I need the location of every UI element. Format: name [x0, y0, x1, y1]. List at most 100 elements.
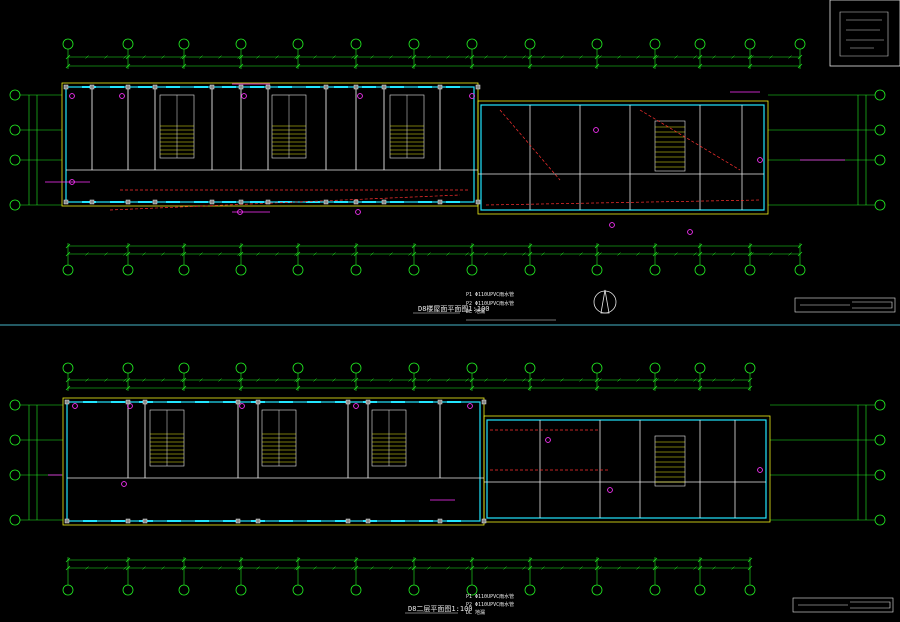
dimension-tick — [65, 385, 71, 391]
dimension-tick — [527, 565, 533, 571]
dimension-tick — [636, 252, 640, 256]
dimension-tick — [295, 385, 301, 391]
dimension-tick — [411, 63, 417, 69]
dimension-tick — [125, 565, 131, 571]
dimension-tick — [427, 252, 431, 256]
structural-column — [209, 199, 215, 205]
upper-scale-bar — [794, 297, 896, 313]
dimension-tick — [652, 377, 658, 383]
dimension-tick — [275, 252, 279, 256]
dimension-tick — [389, 378, 393, 382]
structural-column — [437, 84, 443, 90]
dimension-tick — [731, 566, 735, 570]
structural-column — [475, 199, 481, 205]
drain-pipe-symbol — [467, 403, 473, 409]
dimension-tick — [541, 55, 545, 59]
structural-column — [437, 199, 443, 205]
dimension-tick — [351, 566, 355, 570]
roof-gutter-line — [485, 199, 761, 206]
dimension-tick — [636, 566, 640, 570]
structural-column — [265, 84, 271, 90]
dimension-tick — [797, 54, 803, 60]
dimension-tick — [123, 378, 127, 382]
drain-pipe-symbol — [241, 93, 247, 99]
structural-column — [125, 399, 131, 405]
lower-legend-line-3: DL 地漏 — [466, 609, 485, 616]
structural-column — [345, 518, 351, 524]
roof-gutter-line — [499, 109, 561, 181]
dimension-tick — [332, 252, 336, 256]
structural-column — [142, 399, 148, 405]
structural-column — [235, 399, 241, 405]
dimension-tick — [652, 54, 658, 60]
dimension-tick — [180, 55, 184, 59]
dimension-tick — [295, 565, 301, 571]
dimension-tick — [199, 55, 203, 59]
dimension-tick — [652, 243, 658, 249]
dimension-tick — [408, 378, 412, 382]
dimension-tick — [65, 63, 71, 69]
dimension-tick — [237, 55, 241, 59]
dimension-tick — [180, 252, 184, 256]
dimension-tick — [161, 566, 165, 570]
structural-column — [255, 399, 261, 405]
dimension-tick — [503, 55, 507, 59]
dimension-tick — [594, 557, 600, 563]
dimension-tick — [199, 378, 203, 382]
dimension-tick — [594, 251, 600, 257]
dimension-tick — [65, 243, 71, 249]
dimension-tick — [142, 55, 146, 59]
dimension-tick — [652, 565, 658, 571]
dimension-tick — [411, 54, 417, 60]
dimension-tick — [181, 243, 187, 249]
upper-floor-plan — [9, 38, 886, 276]
dimension-tick — [411, 557, 417, 563]
dimension-tick — [560, 378, 564, 382]
dimension-tick — [332, 566, 336, 570]
dimension-tick — [712, 252, 716, 256]
drain-pipe-symbol — [121, 481, 127, 487]
dimension-tick — [238, 385, 244, 391]
dimension-tick — [693, 566, 697, 570]
dimension-tick — [199, 252, 203, 256]
dimension-tick — [560, 55, 564, 59]
dimension-tick — [295, 251, 301, 257]
drain-pipe-symbol — [593, 127, 599, 133]
dimension-tick — [142, 378, 146, 382]
structural-column — [64, 399, 70, 405]
structural-column — [353, 84, 359, 90]
dimension-tick — [66, 55, 70, 59]
dimension-tick — [389, 252, 393, 256]
dimension-tick — [652, 385, 658, 391]
dimension-tick — [125, 251, 131, 257]
dimension-tick — [560, 566, 564, 570]
dimension-tick — [617, 55, 621, 59]
dimension-tick — [294, 566, 298, 570]
dimension-tick — [408, 252, 412, 256]
dimension-tick — [353, 54, 359, 60]
dimension-tick — [617, 566, 621, 570]
drain-pipe-symbol — [545, 437, 551, 443]
dimension-tick — [181, 251, 187, 257]
dimension-tick — [652, 63, 658, 69]
drain-pipe-symbol — [757, 157, 763, 163]
dimension-tick — [332, 55, 336, 59]
drain-pipe-symbol — [687, 229, 693, 235]
structural-column — [437, 518, 443, 524]
dimension-tick — [712, 55, 716, 59]
structural-column — [152, 199, 158, 205]
dimension-tick — [294, 378, 298, 382]
dimension-tick — [598, 378, 602, 382]
dimension-tick — [295, 243, 301, 249]
dimension-tick — [389, 566, 393, 570]
upper-legend-line-3: DL 地漏 — [466, 308, 485, 315]
drain-pipe-symbol — [72, 403, 78, 409]
dimension-tick — [238, 377, 244, 383]
dimension-tick — [180, 566, 184, 570]
dimension-tick — [351, 252, 355, 256]
structural-column — [89, 84, 95, 90]
exterior-wall-right — [480, 104, 765, 211]
dimension-tick — [655, 378, 659, 382]
dimension-tick — [351, 378, 355, 382]
dimension-tick — [294, 252, 298, 256]
